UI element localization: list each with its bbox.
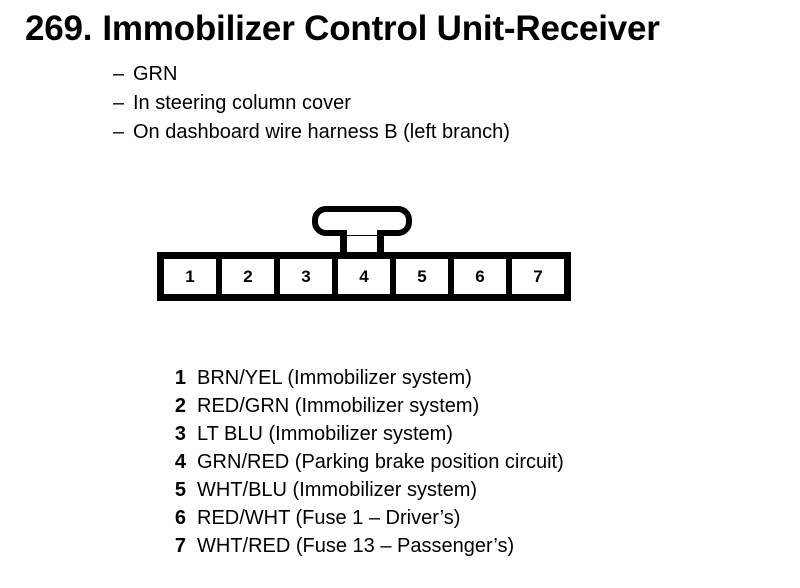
pin-legend-row: 2 RED/GRN (Immobilizer system): [160, 392, 564, 420]
pin-legend-row: 5 WHT/BLU (Immobilizer system): [160, 476, 564, 504]
pin-legend-text: LT BLU (Immobilizer system): [197, 423, 453, 445]
description-text: On dashboard wire harness B (left branch…: [133, 121, 510, 143]
page-title-text: Immobilizer Control Unit-Receiver: [102, 9, 660, 48]
page-title: 269.Immobilizer Control Unit-Receiver: [25, 9, 660, 49]
description-item: – On dashboard wire harness B (left bran…: [113, 118, 510, 147]
pin-legend-number: 3: [174, 423, 186, 445]
pin-legend-text: WHT/RED (Fuse 13 – Passenger’s): [197, 535, 515, 557]
description-list: – GRN – In steering column cover – On da…: [113, 60, 510, 147]
description-item: – GRN: [113, 60, 510, 89]
pin-cavity-3: 3: [280, 259, 332, 294]
pin-legend-row: 6 RED/WHT (Fuse 1 – Driver’s): [160, 504, 564, 532]
pin-legend-number: 7: [174, 535, 186, 557]
connector-body: 1 2 3 4 5 6 7: [157, 252, 571, 301]
connector-diagram: 1 2 3 4 5 6 7: [157, 206, 571, 301]
pin-cavity-1: 1: [164, 259, 216, 294]
bullet-dash-icon: –: [113, 92, 125, 114]
pin-legend-text: GRN/RED (Parking brake position circuit): [197, 451, 564, 473]
pin-legend-row: 3 LT BLU (Immobilizer system): [160, 420, 564, 448]
pin-cavity-6: 6: [454, 259, 506, 294]
pin-legend-row: 7 WHT/RED (Fuse 13 – Passenger’s): [160, 532, 564, 560]
pin-legend-row: 1 BRN/YEL (Immobilizer system): [160, 364, 564, 392]
pin-legend-text: BRN/YEL (Immobilizer system): [197, 367, 472, 389]
pin-cavity-2: 2: [222, 259, 274, 294]
pin-legend-text: RED/GRN (Immobilizer system): [197, 395, 480, 417]
description-text: GRN: [133, 63, 178, 85]
locking-tab-neck-right: [377, 230, 384, 254]
pin-legend-number: 5: [174, 479, 186, 501]
pin-legend-number: 1: [174, 367, 186, 389]
locking-tab-inner-fill: [340, 225, 384, 235]
pin-legend-row: 4 GRN/RED (Parking brake position circui…: [160, 448, 564, 476]
pin-legend-text: RED/WHT (Fuse 1 – Driver’s): [197, 507, 461, 529]
pin-legend-number: 4: [174, 451, 186, 473]
pin-legend-text: WHT/BLU (Immobilizer system): [197, 479, 478, 501]
description-text: In steering column cover: [133, 92, 351, 114]
bullet-dash-icon: –: [113, 63, 125, 85]
pin-cavity-5: 5: [396, 259, 448, 294]
pin-cavity-7: 7: [512, 259, 564, 294]
pin-legend-number: 6: [174, 507, 186, 529]
bullet-dash-icon: –: [113, 121, 125, 143]
pin-legend: 1 BRN/YEL (Immobilizer system) 2 RED/GRN…: [160, 364, 564, 560]
pin-legend-number: 2: [174, 395, 186, 417]
item-number: 269.: [25, 9, 93, 48]
locking-tab-neck-left: [340, 230, 347, 254]
pin-cavity-4: 4: [338, 259, 390, 294]
description-item: – In steering column cover: [113, 89, 510, 118]
